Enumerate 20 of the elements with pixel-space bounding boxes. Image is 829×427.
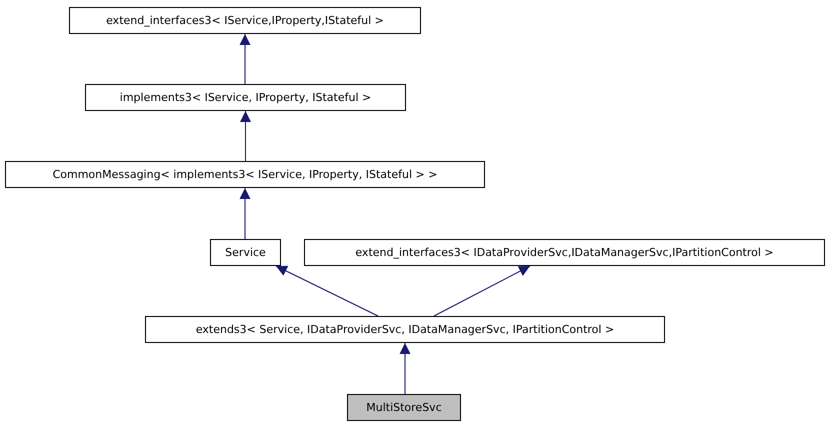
highlighted-class-box (347, 394, 461, 421)
inheritance-arrow (240, 34, 250, 84)
class-name: extend_interfaces3< IService,IProperty,IStateful > (106, 14, 384, 27)
class-name: implements3< IService, IProperty, IStateful > (120, 91, 372, 104)
class-name: extends3< Service, IDataProviderSvc, IDataManagerSvc, IPartitionControl > (196, 323, 614, 336)
class-box (85, 84, 406, 111)
inheritance-arrow (276, 266, 378, 316)
class-name: Service (225, 246, 266, 259)
inheritance-arrow (240, 188, 250, 240)
class-box (5, 161, 485, 188)
class-name: MultiStoreSvc (366, 401, 442, 414)
inheritance-arrow (400, 342, 410, 394)
class-name: extend_interfaces3< IDataProviderSvc,IDataManagerSvc,IPartitionControl > (355, 246, 774, 259)
inheritance-arrow (240, 110, 251, 162)
class-box (210, 239, 281, 266)
class-box (69, 7, 421, 34)
class-box (304, 239, 825, 266)
class-box (145, 316, 665, 343)
class-name: CommonMessaging< implements3< IService, IProperty, IStateful > > (52, 168, 438, 181)
inheritance-arrow (434, 266, 530, 316)
